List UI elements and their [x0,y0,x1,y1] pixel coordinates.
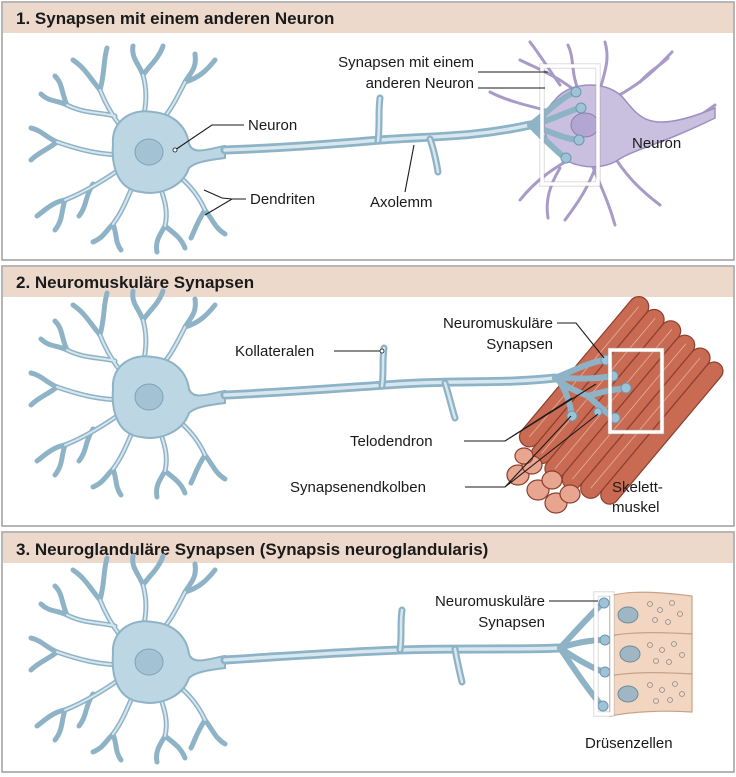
label-dendrites: Dendriten [250,191,315,208]
leader-axolemma [404,144,415,193]
label-collaterals: Kollateralen [235,343,314,360]
label-synapse-other-neuron-2: anderen Neuron [366,75,474,92]
label-synapse-other-neuron-1: Synapsen mit einem [338,54,474,71]
target-neuron [488,40,717,227]
panel-neuron-synapse: 1. Synapsen mit einem anderen Neuron [1,1,735,261]
label-nmj-2: Synapsen [486,336,553,353]
label-end-bulbs: Synapsenendkolben [290,479,426,496]
label-synapse-3-2: Synapsen [478,614,545,631]
label-target-neuron: Neuron [632,135,681,152]
leader-synapse-other-neuron [478,71,548,89]
label-skeletal-muscle-2: muskel [612,499,660,516]
panel-1-title: 1. Synapsen mit einem anderen Neuron [16,9,334,28]
gland-cells [609,591,693,717]
label-neuron: Neuron [248,117,297,134]
label-synapse-3-1: Neuromuskuläre [435,593,545,610]
axon-3 [220,591,615,717]
label-skeletal-muscle-1: Skelett- [612,479,663,496]
label-nmj-1: Neuromuskuläre [443,315,553,332]
leader-dendrites [203,189,246,216]
axon-2 [220,344,665,435]
muscle-bundle [506,296,724,514]
leader-neuron [174,124,244,151]
label-telodendron: Telodendron [350,433,433,450]
label-gland-cells: Drüsenzellen [585,735,673,752]
panel-2-title: 2. Neuromuskuläre Synapsen [16,273,254,292]
label-axolemma: Axolemm [370,194,433,211]
panel-3-title: 3. Neuroglanduläre Synapsen (Synapsis ne… [16,540,488,559]
leader-nmj [557,322,605,359]
panel-neuroglandular: 3. Neuroglanduläre Synapsen (Synapsis ne… [1,531,735,773]
panel-neuromuscular: 2. Neuromuskuläre Synapsen [1,265,735,527]
leader-end-bulbs [465,413,599,488]
leader-telodendron [464,383,597,442]
axon-1 [220,94,535,176]
